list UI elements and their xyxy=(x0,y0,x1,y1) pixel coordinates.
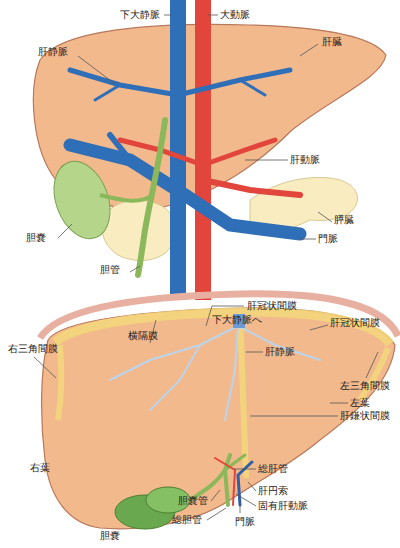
part-label: 胆嚢 xyxy=(100,530,120,542)
part-label: 下大静脈へ xyxy=(212,314,262,326)
part-label: 肝静脈 xyxy=(265,346,295,358)
part-label: 下大静脈 xyxy=(120,9,160,21)
part-label: 胆管 xyxy=(100,264,120,276)
part-label: 総肝管 xyxy=(258,463,288,475)
part-label: 肝動脈 xyxy=(290,154,320,166)
part-label: 横隔膜 xyxy=(128,330,158,342)
part-label: 肝冠状間膜 xyxy=(247,300,297,312)
part-label: 肝静脈 xyxy=(38,46,68,58)
part-label: 門脈 xyxy=(318,233,338,245)
part-label: 胆嚢管 xyxy=(178,495,208,507)
part-label: 大動脈 xyxy=(220,9,250,21)
part-label: 膵臓 xyxy=(334,214,354,226)
part-label: 肝臓 xyxy=(322,36,342,48)
part-label: 固有肝動脈 xyxy=(258,500,308,512)
part-label: 胆嚢 xyxy=(26,232,46,244)
part-label: 右三角間膜 xyxy=(8,343,58,355)
part-label: 左三角間膜 xyxy=(340,380,390,392)
part-label: 肝冠状間膜 xyxy=(330,317,380,329)
part-label: 門脈 xyxy=(235,516,255,528)
part-label: 総胆管 xyxy=(172,514,202,526)
part-label: 肝鎌状間膜 xyxy=(340,410,390,422)
part-label: 左葉 xyxy=(350,397,370,409)
part-label: 肝円索 xyxy=(258,485,288,497)
part-label: 右葉 xyxy=(30,462,50,474)
